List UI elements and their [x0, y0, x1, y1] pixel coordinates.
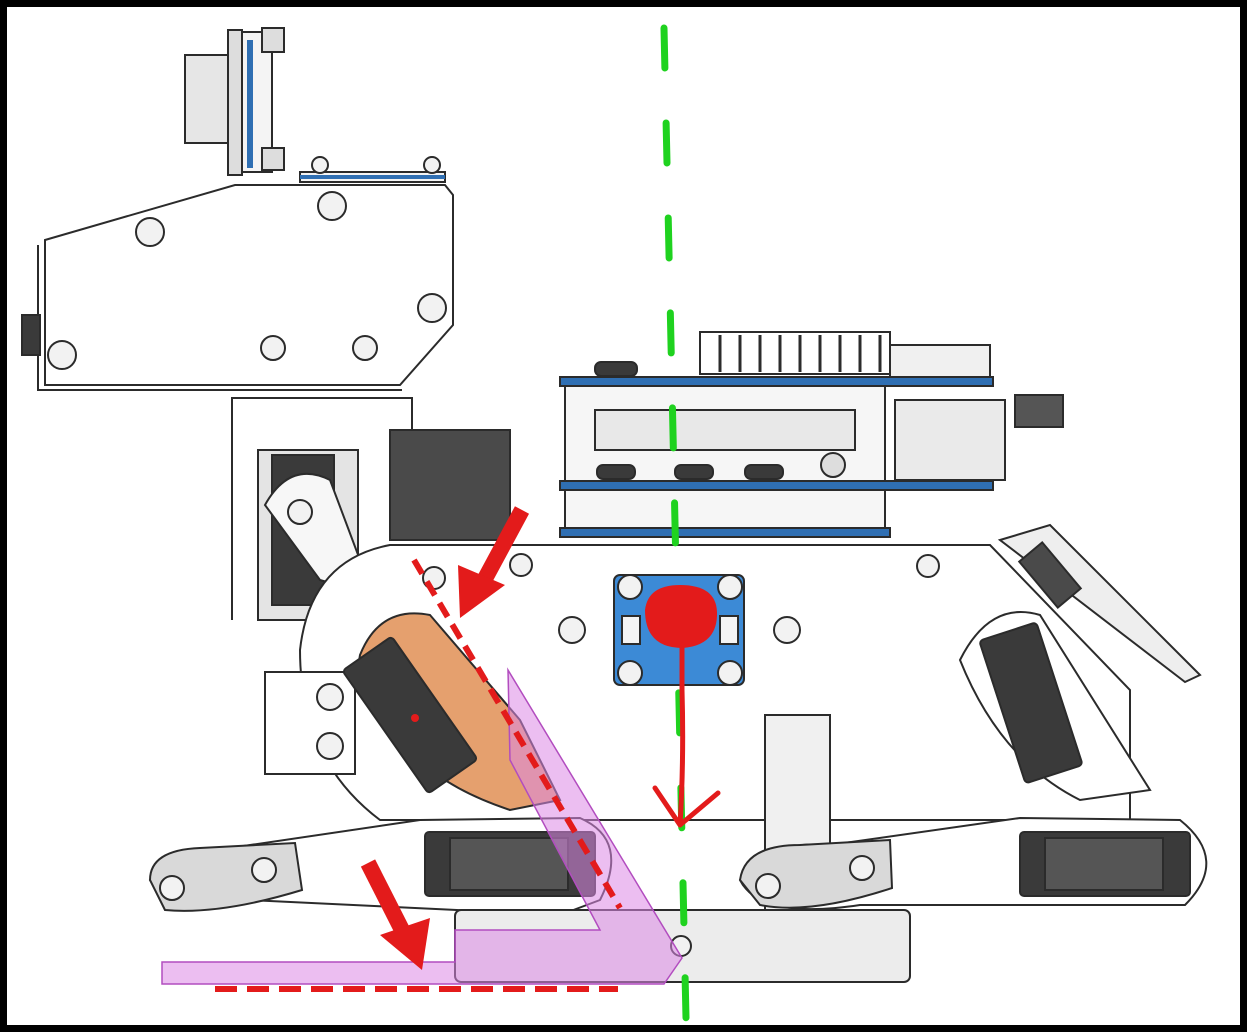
screw: [251, 857, 277, 883]
pcb-chip: [594, 409, 856, 451]
header-pins: [718, 335, 882, 372]
screw: [755, 873, 781, 899]
usb-port: [744, 464, 784, 480]
screw: [159, 875, 185, 901]
screw: [617, 574, 643, 600]
imu-pad: [621, 615, 641, 645]
screw: [135, 217, 165, 247]
red-dashed-diagonal: [411, 558, 623, 910]
screw: [316, 683, 344, 711]
rear-knee-servo-face: [1044, 837, 1164, 891]
camera-board-blue: [247, 40, 253, 168]
red-blob-icon: [645, 585, 718, 648]
screw: [260, 335, 286, 361]
neck-servo: [231, 397, 511, 621]
screw: [423, 156, 441, 174]
screw: [617, 660, 643, 686]
green-vertical-axis: [660, 24, 690, 1022]
board-connectors-top: [699, 331, 891, 375]
screw: [849, 855, 875, 881]
screw: [417, 293, 447, 323]
usb-port: [594, 361, 638, 377]
camera-clip-bottom: [261, 147, 285, 171]
usb-port: [674, 464, 714, 480]
body-side-bracket: [264, 671, 356, 775]
screw: [287, 499, 313, 525]
pcb-bottom: [559, 527, 891, 538]
imu-pad: [719, 615, 739, 645]
head-connector: [21, 314, 41, 356]
side-knob: [1014, 394, 1064, 428]
screw: [317, 191, 347, 221]
camera-clip-top: [261, 27, 285, 53]
red-arrow-icon: [458, 506, 530, 618]
rear-hip-servo: [958, 611, 1152, 802]
usb-port: [596, 464, 636, 480]
camera-mount: [227, 29, 243, 176]
pink-support-wedge: [161, 667, 683, 985]
front-knee-servo-face: [449, 837, 569, 891]
usb-block-top: [889, 344, 991, 378]
pcb-top: [559, 376, 994, 387]
neck-servo-top: [389, 429, 511, 541]
screw: [717, 660, 743, 686]
legs: [148, 816, 1208, 983]
pcb-middle: [559, 480, 994, 491]
head-bracket-edge: [37, 245, 402, 391]
rear-hip-servo-body: [979, 622, 1083, 784]
screw: [773, 616, 801, 644]
sd-card-slot: [894, 399, 1006, 481]
board-jack: [820, 452, 846, 478]
screw: [316, 732, 344, 760]
pcb-bottom-body: [564, 489, 886, 529]
screw: [558, 616, 586, 644]
screw: [717, 574, 743, 600]
red-arrow-icon: [360, 859, 430, 970]
pivot-dot: [411, 714, 419, 722]
screw: [311, 156, 329, 174]
camera-head: [21, 27, 454, 391]
board-stack: [559, 331, 1064, 538]
front-hip-servo-body: [342, 636, 478, 794]
screw: [352, 335, 378, 361]
down-arrow-icon: [652, 642, 721, 828]
screw: [916, 554, 940, 578]
head-top-pcb-blue: [300, 175, 445, 179]
screw: [47, 340, 77, 370]
screw: [509, 553, 533, 577]
rear-sensor-chip: [1017, 540, 1083, 610]
